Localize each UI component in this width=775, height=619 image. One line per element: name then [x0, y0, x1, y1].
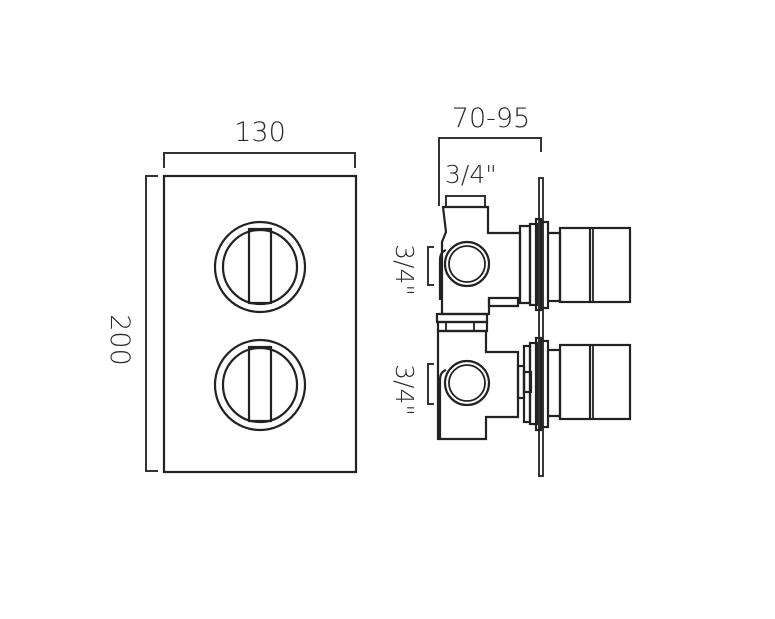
height-label: 200	[104, 314, 135, 366]
front-view: 130 200	[104, 117, 358, 474]
side-view: 70-95 3/4"	[390, 103, 632, 477]
wall-plate-edge	[538, 177, 544, 477]
lower-valve-body	[436, 329, 632, 441]
width-dimension: 130	[163, 117, 356, 168]
valve-connector	[435, 298, 520, 333]
upper-valve-body	[438, 205, 632, 316]
upper-inlet-dimension: 3/4"	[390, 244, 434, 296]
top-outlet-dimension: 3/4"	[445, 160, 497, 206]
lower-dial	[213, 338, 307, 432]
faceplate	[162, 174, 358, 474]
lower-inlet-label: 3/4"	[390, 364, 419, 416]
width-label: 130	[234, 117, 286, 148]
upper-inlet-label: 3/4"	[390, 244, 419, 296]
depth-label: 70-95	[452, 103, 530, 134]
lower-inlet-dimension: 3/4"	[390, 363, 434, 416]
upper-dial	[213, 220, 307, 314]
height-dimension: 200	[104, 175, 158, 472]
depth-dimension: 70-95	[438, 103, 542, 206]
top-outlet-label: 3/4"	[445, 160, 497, 189]
